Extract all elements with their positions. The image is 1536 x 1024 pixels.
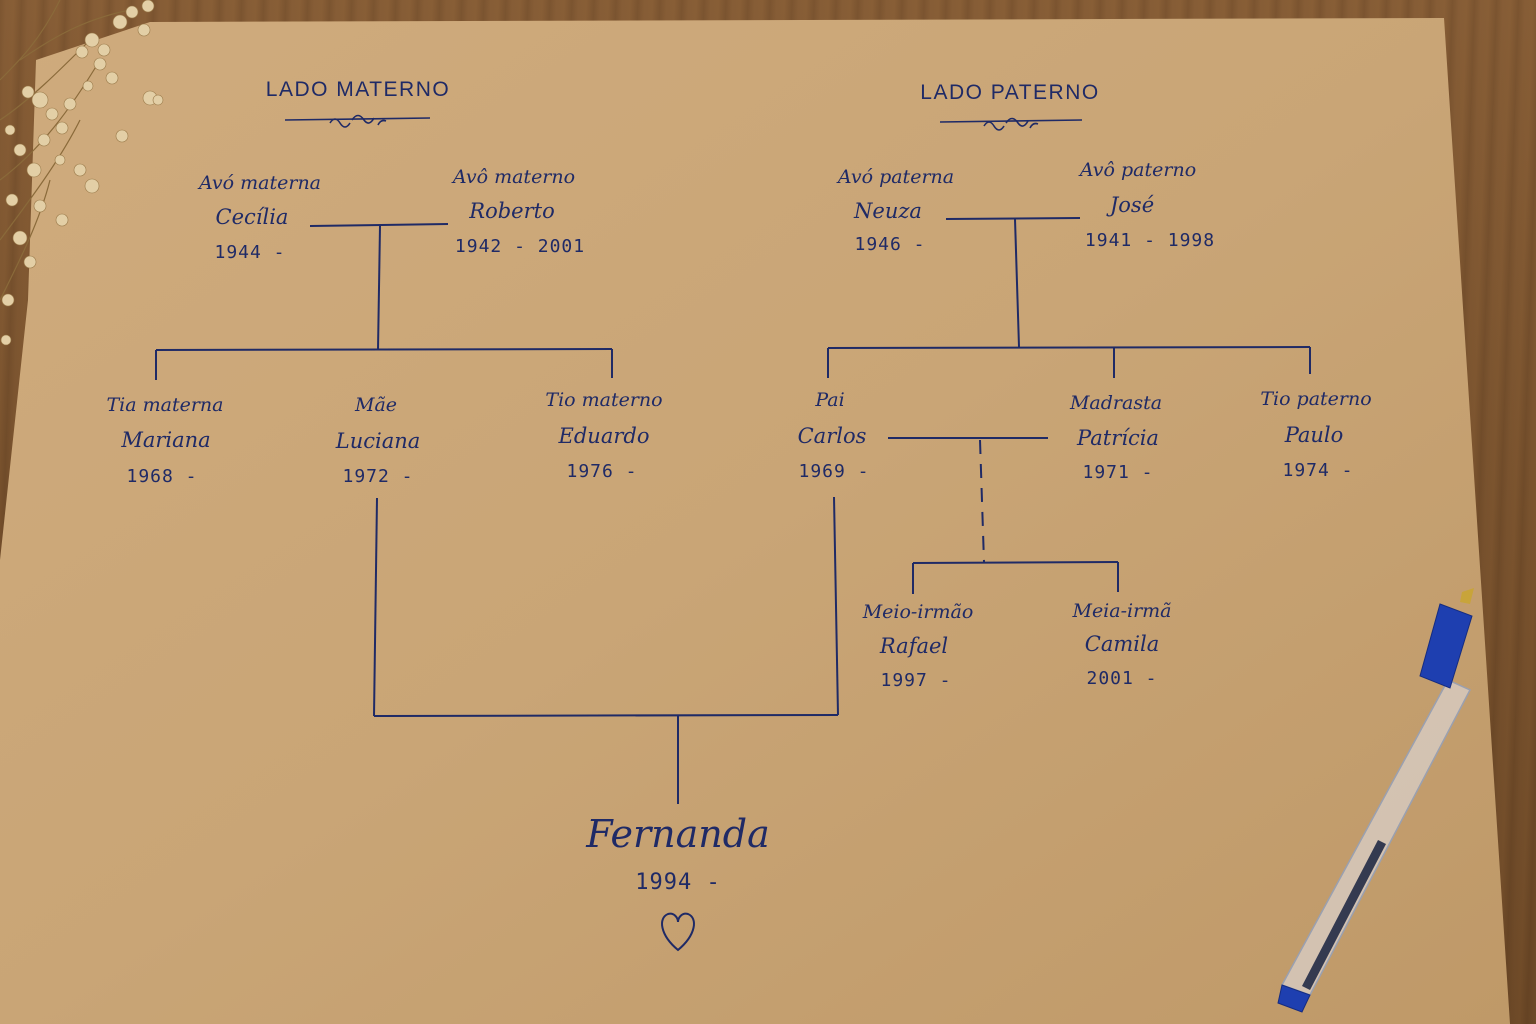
maternal-grandfather-role: Avô materno: [452, 166, 576, 188]
maternal-uncle-year: 1976 -: [566, 461, 638, 482]
father-role: Pai: [815, 389, 845, 411]
father-name: Carlos: [797, 424, 867, 448]
stepmother-year: 1971 -: [1082, 462, 1154, 483]
paternal-grandmother-role: Avó paterna: [837, 166, 955, 188]
maternal-title-ornament: [284, 114, 431, 128]
paternal-uncle-name: Paulo: [1284, 423, 1344, 447]
center-person-name: Fernanda: [586, 812, 770, 856]
paternal-grandfather-year: 1941 - 1998: [1084, 230, 1216, 251]
mother-role: Mãe: [354, 394, 398, 416]
paper-sheet: [0, 18, 1510, 1024]
maternal-uncle-role: Tio materno: [545, 389, 663, 411]
father-year: 1969 -: [798, 461, 870, 482]
paternal-title-ornament: [939, 117, 1083, 131]
paternal-grandfather-role: Avô paterno: [1079, 159, 1197, 181]
maternal-aunt-name: Mariana: [121, 428, 211, 452]
paternal-connectors: [827, 217, 1311, 716]
paternal-grandmother-year: 1946 -: [854, 234, 926, 255]
mother-year: 1972 -: [342, 466, 414, 487]
maternal-uncle-name: Eduardo: [558, 424, 650, 448]
center-person-year: 1994 -: [635, 870, 721, 895]
mother-name: Luciana: [335, 429, 421, 453]
stepmother-role: Madrasta: [1069, 392, 1163, 414]
stepmother-name: Patrícia: [1077, 426, 1159, 450]
ballpoint-pen-icon: [1277, 588, 1474, 1013]
maternal-grandmother-role: Avó materna: [198, 172, 322, 194]
maternal-side-title: LADO MATERNO: [265, 78, 451, 101]
maternal-grandfather-name: Roberto: [469, 199, 555, 223]
half-brother-role: Meio-irmão: [862, 601, 974, 623]
paternal-grandmother-name: Neuza: [854, 199, 922, 223]
half-sister-role: Meia-irmã: [1072, 600, 1172, 622]
paternal-grandfather-name: José: [1109, 193, 1155, 217]
maternal-grandmother-name: Cecília: [215, 205, 289, 229]
half-brother-year: 1997 -: [880, 670, 952, 691]
maternal-connectors: [155, 223, 839, 717]
maternal-aunt-role: Tia materna: [106, 394, 224, 416]
maternal-grandfather-year: 1942 - 2001: [454, 236, 586, 257]
maternal-aunt-year: 1968 -: [126, 466, 198, 487]
half-brother-name: Rafael: [879, 634, 949, 658]
paternal-side-title: LADO PATERNO: [920, 81, 1100, 104]
half-sister-year: 2001 -: [1086, 668, 1158, 689]
dried-flowers-icon: [0, 0, 164, 346]
half-sister-name: Camila: [1084, 632, 1160, 656]
maternal-grandmother-year: 1944 -: [214, 242, 286, 263]
heart-icon: [661, 912, 695, 952]
paternal-uncle-role: Tio paterno: [1260, 388, 1372, 410]
paternal-uncle-year: 1974 -: [1282, 460, 1354, 481]
